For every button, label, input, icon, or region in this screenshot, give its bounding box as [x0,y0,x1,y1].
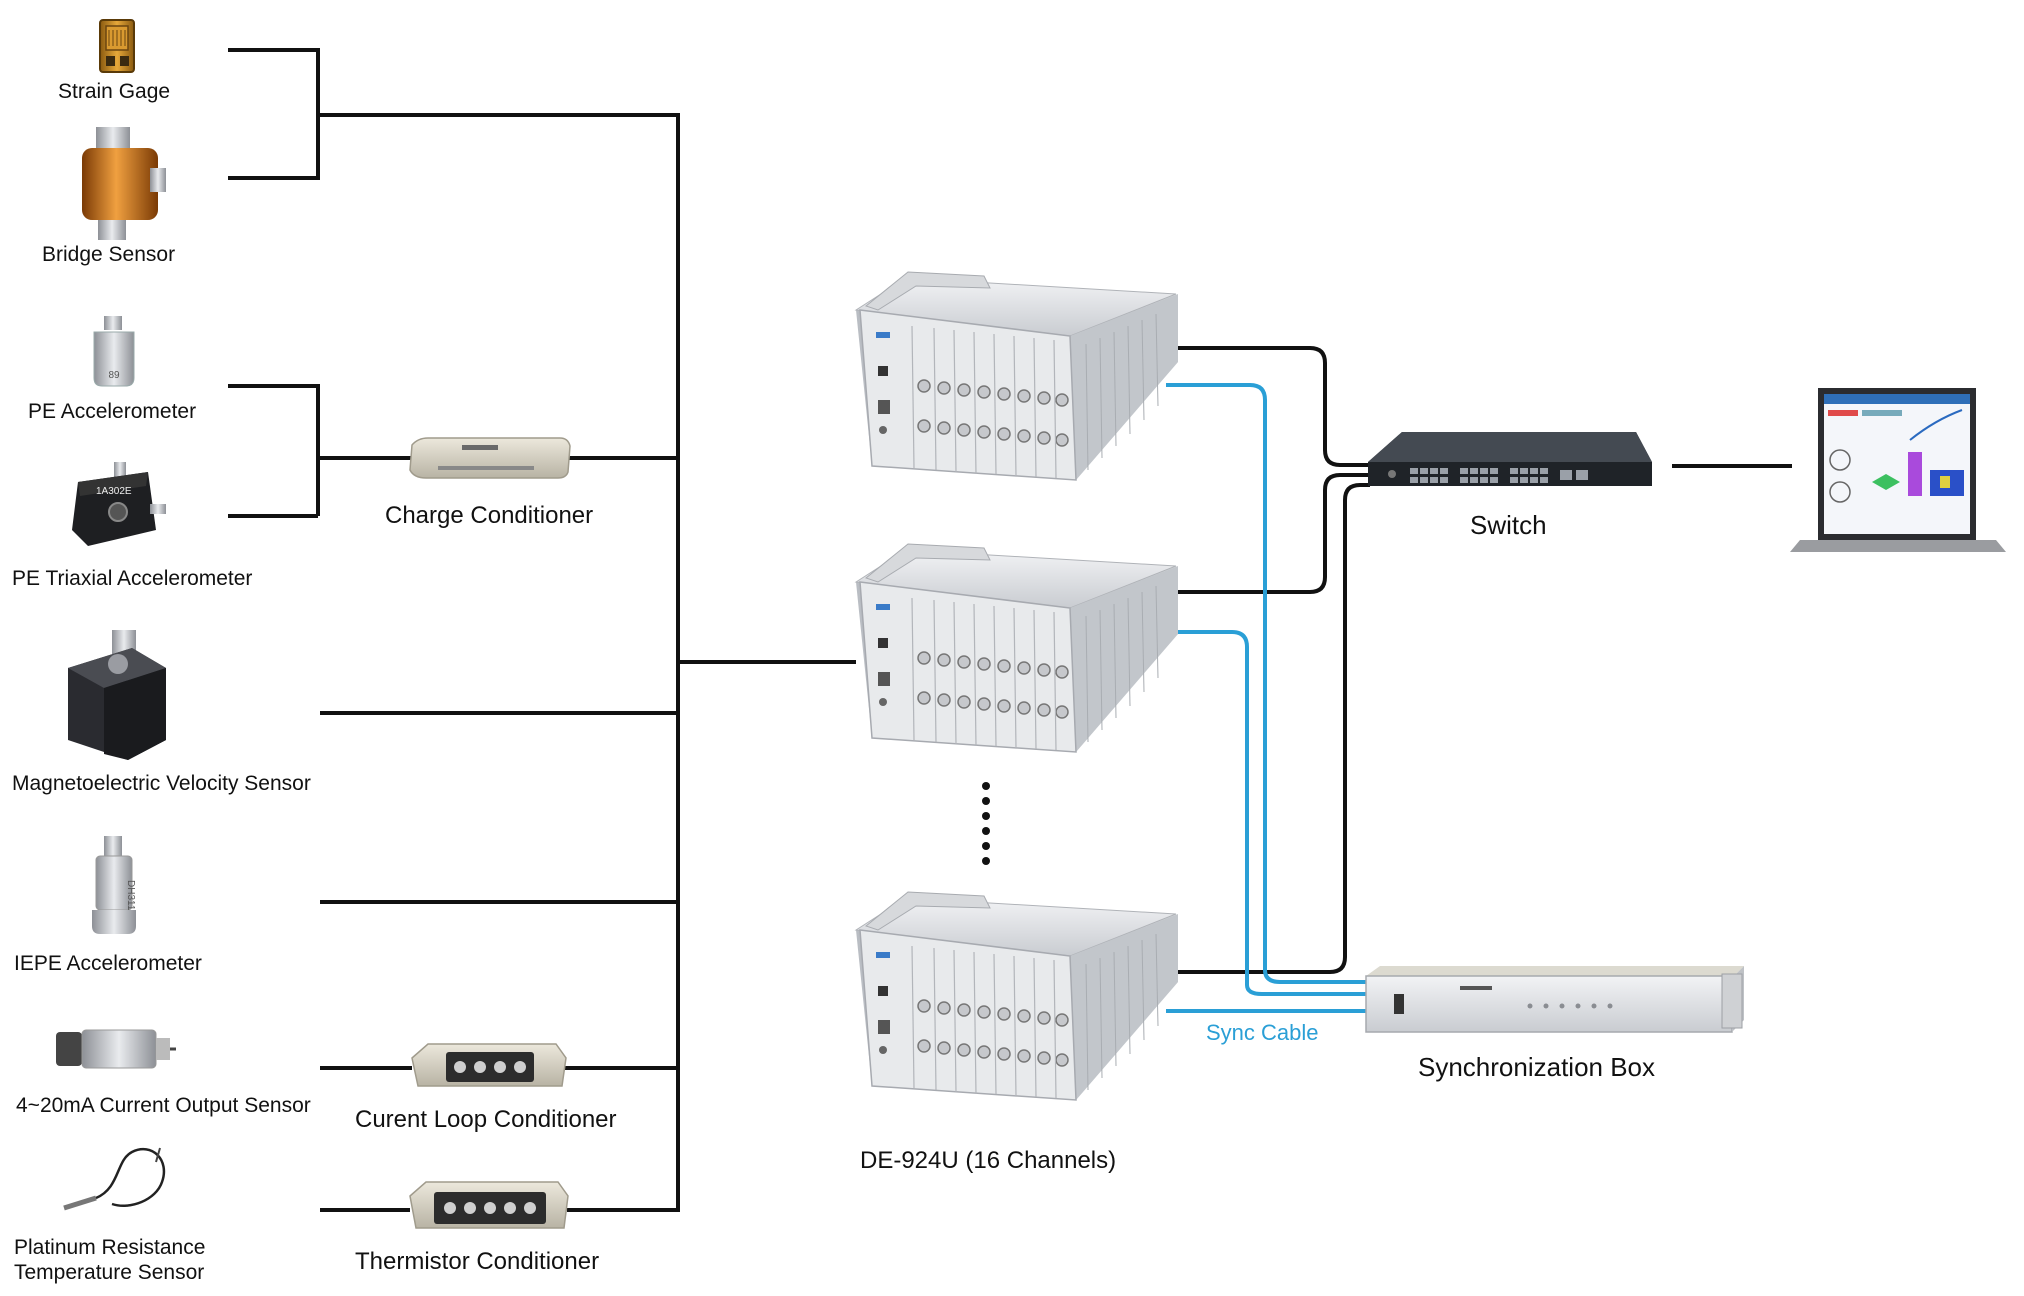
laptop-icon [1790,388,2006,552]
svg-text:DH311E: DH311E [125,880,136,917]
sensor-label-strain-gage: Strain Gage [58,80,171,103]
strain-gage-icon [99,19,135,73]
sync-cable-device2 [1166,630,1366,996]
svg-text:89: 89 [108,370,120,381]
current-sensor-icon [56,1029,176,1069]
sensor-label-iepe-accelerometer: IEPE Accelerometer [14,952,202,975]
de924u-chassis-1 [854,271,1178,481]
sync-cable-device1 [1166,383,1366,984]
sensor-wires [228,48,856,1212]
charge-conditioner-icon [409,437,571,479]
wire-strain-gage [228,48,320,115]
sensor-label-pe-accelerometer: PE Accelerometer [28,400,197,423]
current-loop-conditioner-icon [411,1043,567,1087]
device-label: DE-924U (16 Channels) [860,1147,1117,1174]
network-wires [1166,346,1792,974]
de924u-chassis-3 [855,891,1179,1101]
velocity-sensor-icon [68,630,166,760]
wire-bridge-sensor [228,115,320,180]
sync-cables [1166,383,1366,1013]
conditioner-label-thermistor: Thermistor Conditioner [355,1248,600,1275]
wire-device1-switch [1166,346,1370,467]
bridge-sensor-icon [82,127,166,240]
switch-label: Switch [1470,510,1547,540]
sensor-label-triaxial-accelerometer: PE Triaxial Accelerometer [12,567,253,590]
sensor-label-velocity-sensor: Magnetoelectric Velocity Sensor [12,772,311,795]
iepe-accelerometer-icon: DH311E [92,836,136,934]
more-devices-ellipsis [982,782,990,865]
svg-text:1A302E: 1A302E [96,486,132,497]
sync-cable-label: Sync Cable [1206,1020,1319,1045]
wire-device2-switch [1166,473,1370,594]
pe-accelerometer-icon: 89 [93,316,135,387]
temperature-probe-icon [63,1147,165,1211]
triaxial-accelerometer-icon: 1A302E [72,462,166,546]
sensor-label-temperature-line2: Temperature Sensor [14,1261,205,1284]
synchronization-box-icon [1365,966,1744,1033]
sensor-label-bridge-sensor: Bridge Sensor [42,243,176,266]
network-switch-icon [1368,432,1652,486]
sync-box-label: Synchronization Box [1418,1052,1656,1082]
conditioner-label-current-loop: Curent Loop Conditioner [355,1106,617,1133]
conditioner-label-charge: Charge Conditioner [385,502,594,529]
de924u-chassis-2 [855,543,1179,753]
wire-device3-switch [1166,483,1370,974]
sensor-label-current-sensor: 4~20mA Current Output Sensor [16,1094,311,1117]
sensor-label-temperature-line1: Platinum Resistance [14,1236,206,1259]
thermistor-conditioner-icon [409,1181,569,1229]
wire-pe-accelerometer [228,384,320,516]
